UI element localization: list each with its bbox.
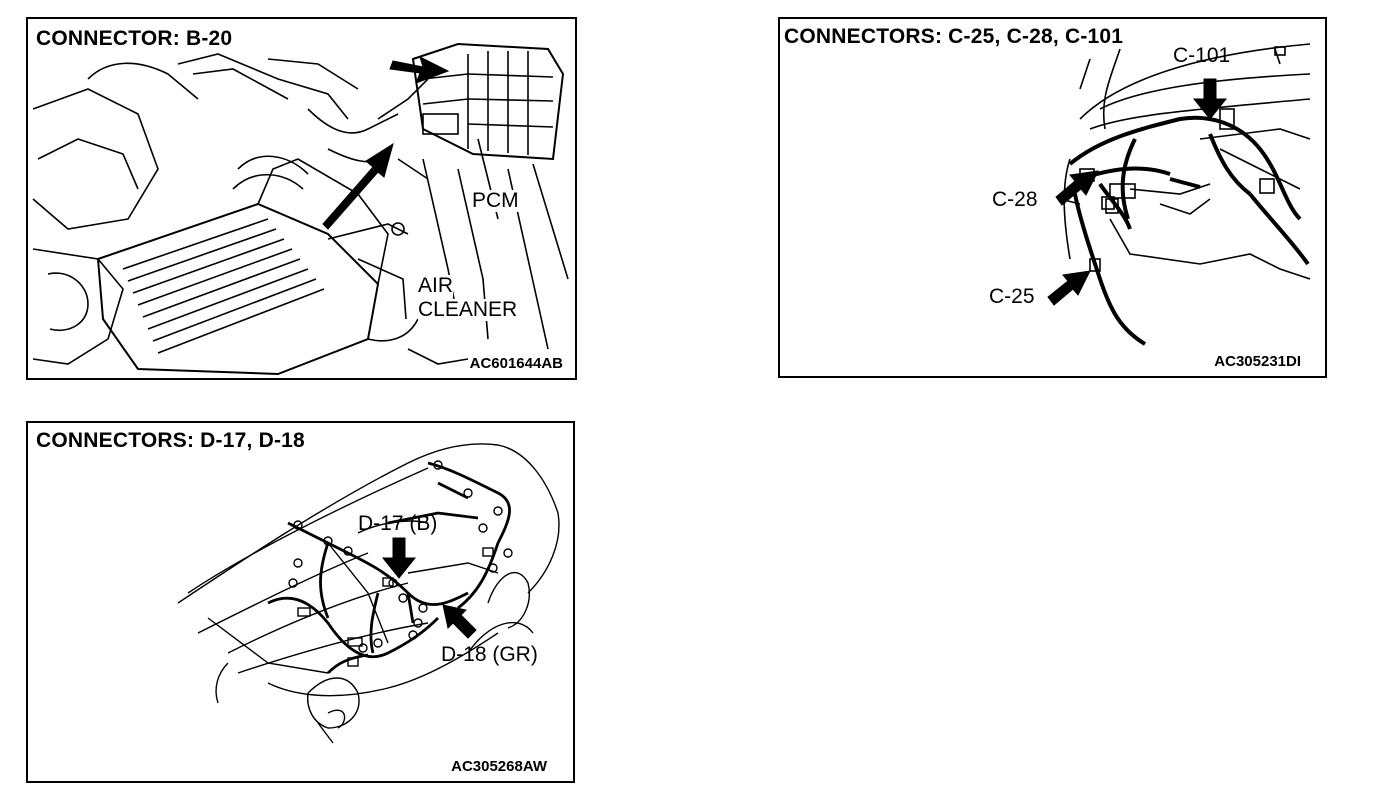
panel-connectors-d: CONNECTORS: D-17, D-18 D-17 (B) D-18 (GR… (26, 421, 575, 783)
panel-title: CONNECTORS: C-25, C-28, C-101 (784, 25, 1124, 48)
figure-code: AC305231DI (1214, 353, 1301, 370)
panel-title: CONNECTOR: B-20 (36, 27, 233, 50)
c25-label: C-25 (989, 285, 1035, 308)
d17-label: D-17 (B) (358, 512, 438, 535)
pcm-label: PCM (472, 189, 519, 213)
vehicle-body-wiring-illustration (177, 443, 560, 744)
panel-connectors-c: CONNECTORS: C-25, C-28, C-101 C-101 C-28… (778, 17, 1327, 378)
c101-label: C-101 (1173, 44, 1231, 67)
c28-label: C-28 (992, 188, 1038, 211)
air-label: AIR (418, 274, 454, 298)
d18-label: D-18 (GR) (441, 643, 538, 666)
dashboard-wiring-illustration (1047, 43, 1311, 346)
panel-connector-b20: CONNECTOR: B-20 PCM AIR CLEANER AC601644… (26, 17, 577, 380)
panel-title: CONNECTORS: D-17, D-18 (36, 429, 305, 452)
cleaner-label: CLEANER (418, 298, 518, 322)
figure-code: AC305268AW (451, 758, 547, 775)
figure-code: AC601644AB (469, 355, 563, 372)
